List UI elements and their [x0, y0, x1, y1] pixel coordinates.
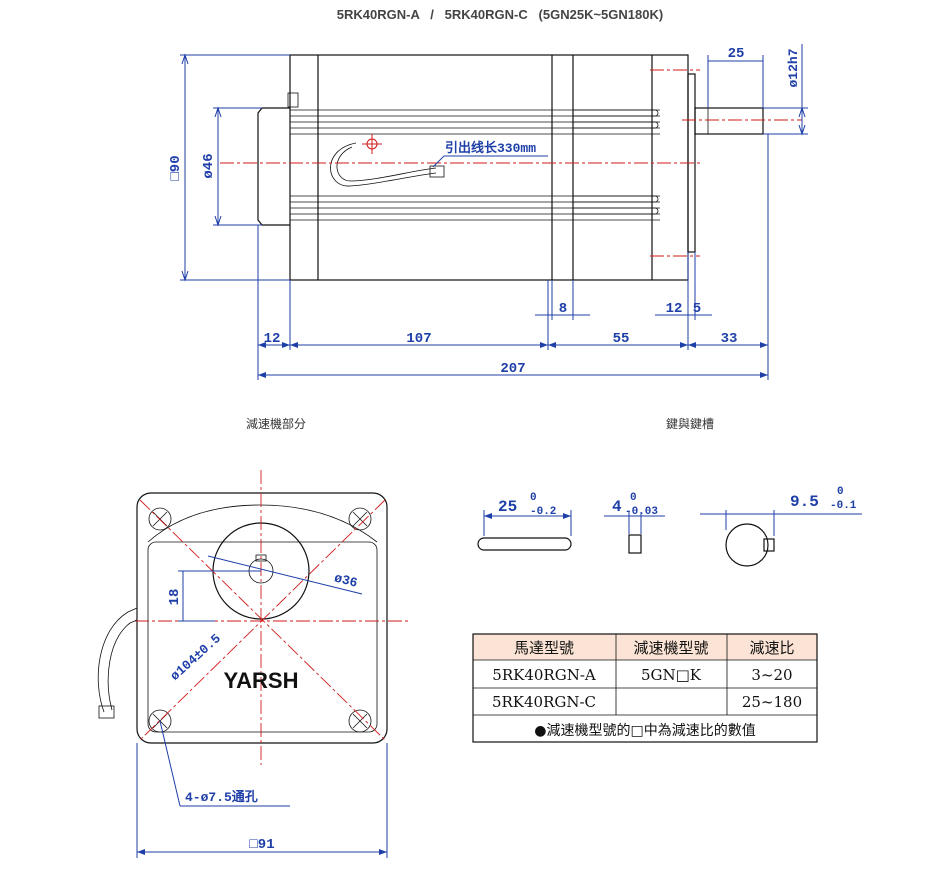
lead-wire: [330, 142, 437, 187]
cable: [97, 607, 138, 713]
drawing-title: 5RK40RGN-A / 5RK40RGN-C (5GN25K~5GN180K): [337, 7, 663, 22]
table-cell: 5RK40RGN-A: [492, 666, 596, 684]
side-view: □90 ø46 25 ø12h7 引出线长330mm: [168, 44, 808, 380]
lead-length-label: 引出线长330mm: [445, 140, 536, 156]
key-length-tol-top: 0: [530, 492, 537, 504]
dim-55: 55: [613, 331, 630, 347]
dim-square-90: □90: [168, 155, 184, 180]
table-cell: 5RK40RGN-C: [492, 693, 596, 711]
table-header-gear: 減速機型號: [633, 639, 708, 657]
brand-logo: YARSH: [224, 668, 299, 693]
dim-18: 18: [167, 589, 183, 606]
dim-12-flange: 12: [666, 301, 683, 317]
dim-phi-12h7: ø12h7: [786, 48, 801, 87]
dim-8: 8: [559, 301, 567, 317]
table-cell: 25~180: [742, 693, 802, 711]
table-header-ratio: 減速比: [749, 639, 794, 657]
keyway-depth-tol-top: 0: [837, 486, 844, 498]
key-width-tol-top: 0: [630, 492, 637, 504]
cooling-fins: [290, 109, 660, 221]
table-cell: 3~20: [751, 666, 792, 684]
keyway-depth: 9.5: [790, 493, 819, 511]
key-length-tol-bot: -0.2: [530, 506, 556, 518]
key-width-tol-bot: -0.03: [625, 506, 658, 518]
table-header-motor: 馬達型號: [514, 639, 574, 657]
dim-square-91: □91: [249, 837, 274, 853]
dim-33: 33: [721, 331, 738, 347]
model-table: 馬達型號 減速機型號 減速比 5RK40RGN-A 5GN□K 3~20 5RK…: [472, 633, 818, 743]
keyway-depth-tol-bot: -0.1: [830, 500, 857, 512]
key-section-label: 鍵與鍵槽: [666, 416, 714, 431]
dim-25: 25: [728, 46, 745, 62]
dim-phi-104: ø104±0.5: [167, 631, 224, 684]
dim-phi-46: ø46: [201, 153, 217, 178]
table-note: ●減速機型號的□中為減速比的數值: [534, 722, 755, 739]
table-cell: 5GN□K: [641, 666, 702, 684]
front-view: YARSH 18 ø36 ø104±0.5 4-ø7.5通孔 □91: [97, 470, 410, 858]
dim-5: 5: [693, 301, 701, 317]
key-length: 25: [498, 498, 517, 516]
dim-phi-36: ø36: [333, 570, 360, 590]
key-view: 25 0 -0.2 4 0 -0.03 9.5 0 -0.1: [477, 486, 862, 567]
dim-107: 107: [406, 331, 431, 347]
dim-12-rear: 12: [264, 331, 281, 347]
key-width: 4: [612, 498, 622, 516]
dim-207: 207: [500, 361, 525, 377]
gear-section-label: 減速機部分: [246, 416, 306, 431]
holes-callout: 4-ø7.5通孔: [185, 789, 258, 805]
